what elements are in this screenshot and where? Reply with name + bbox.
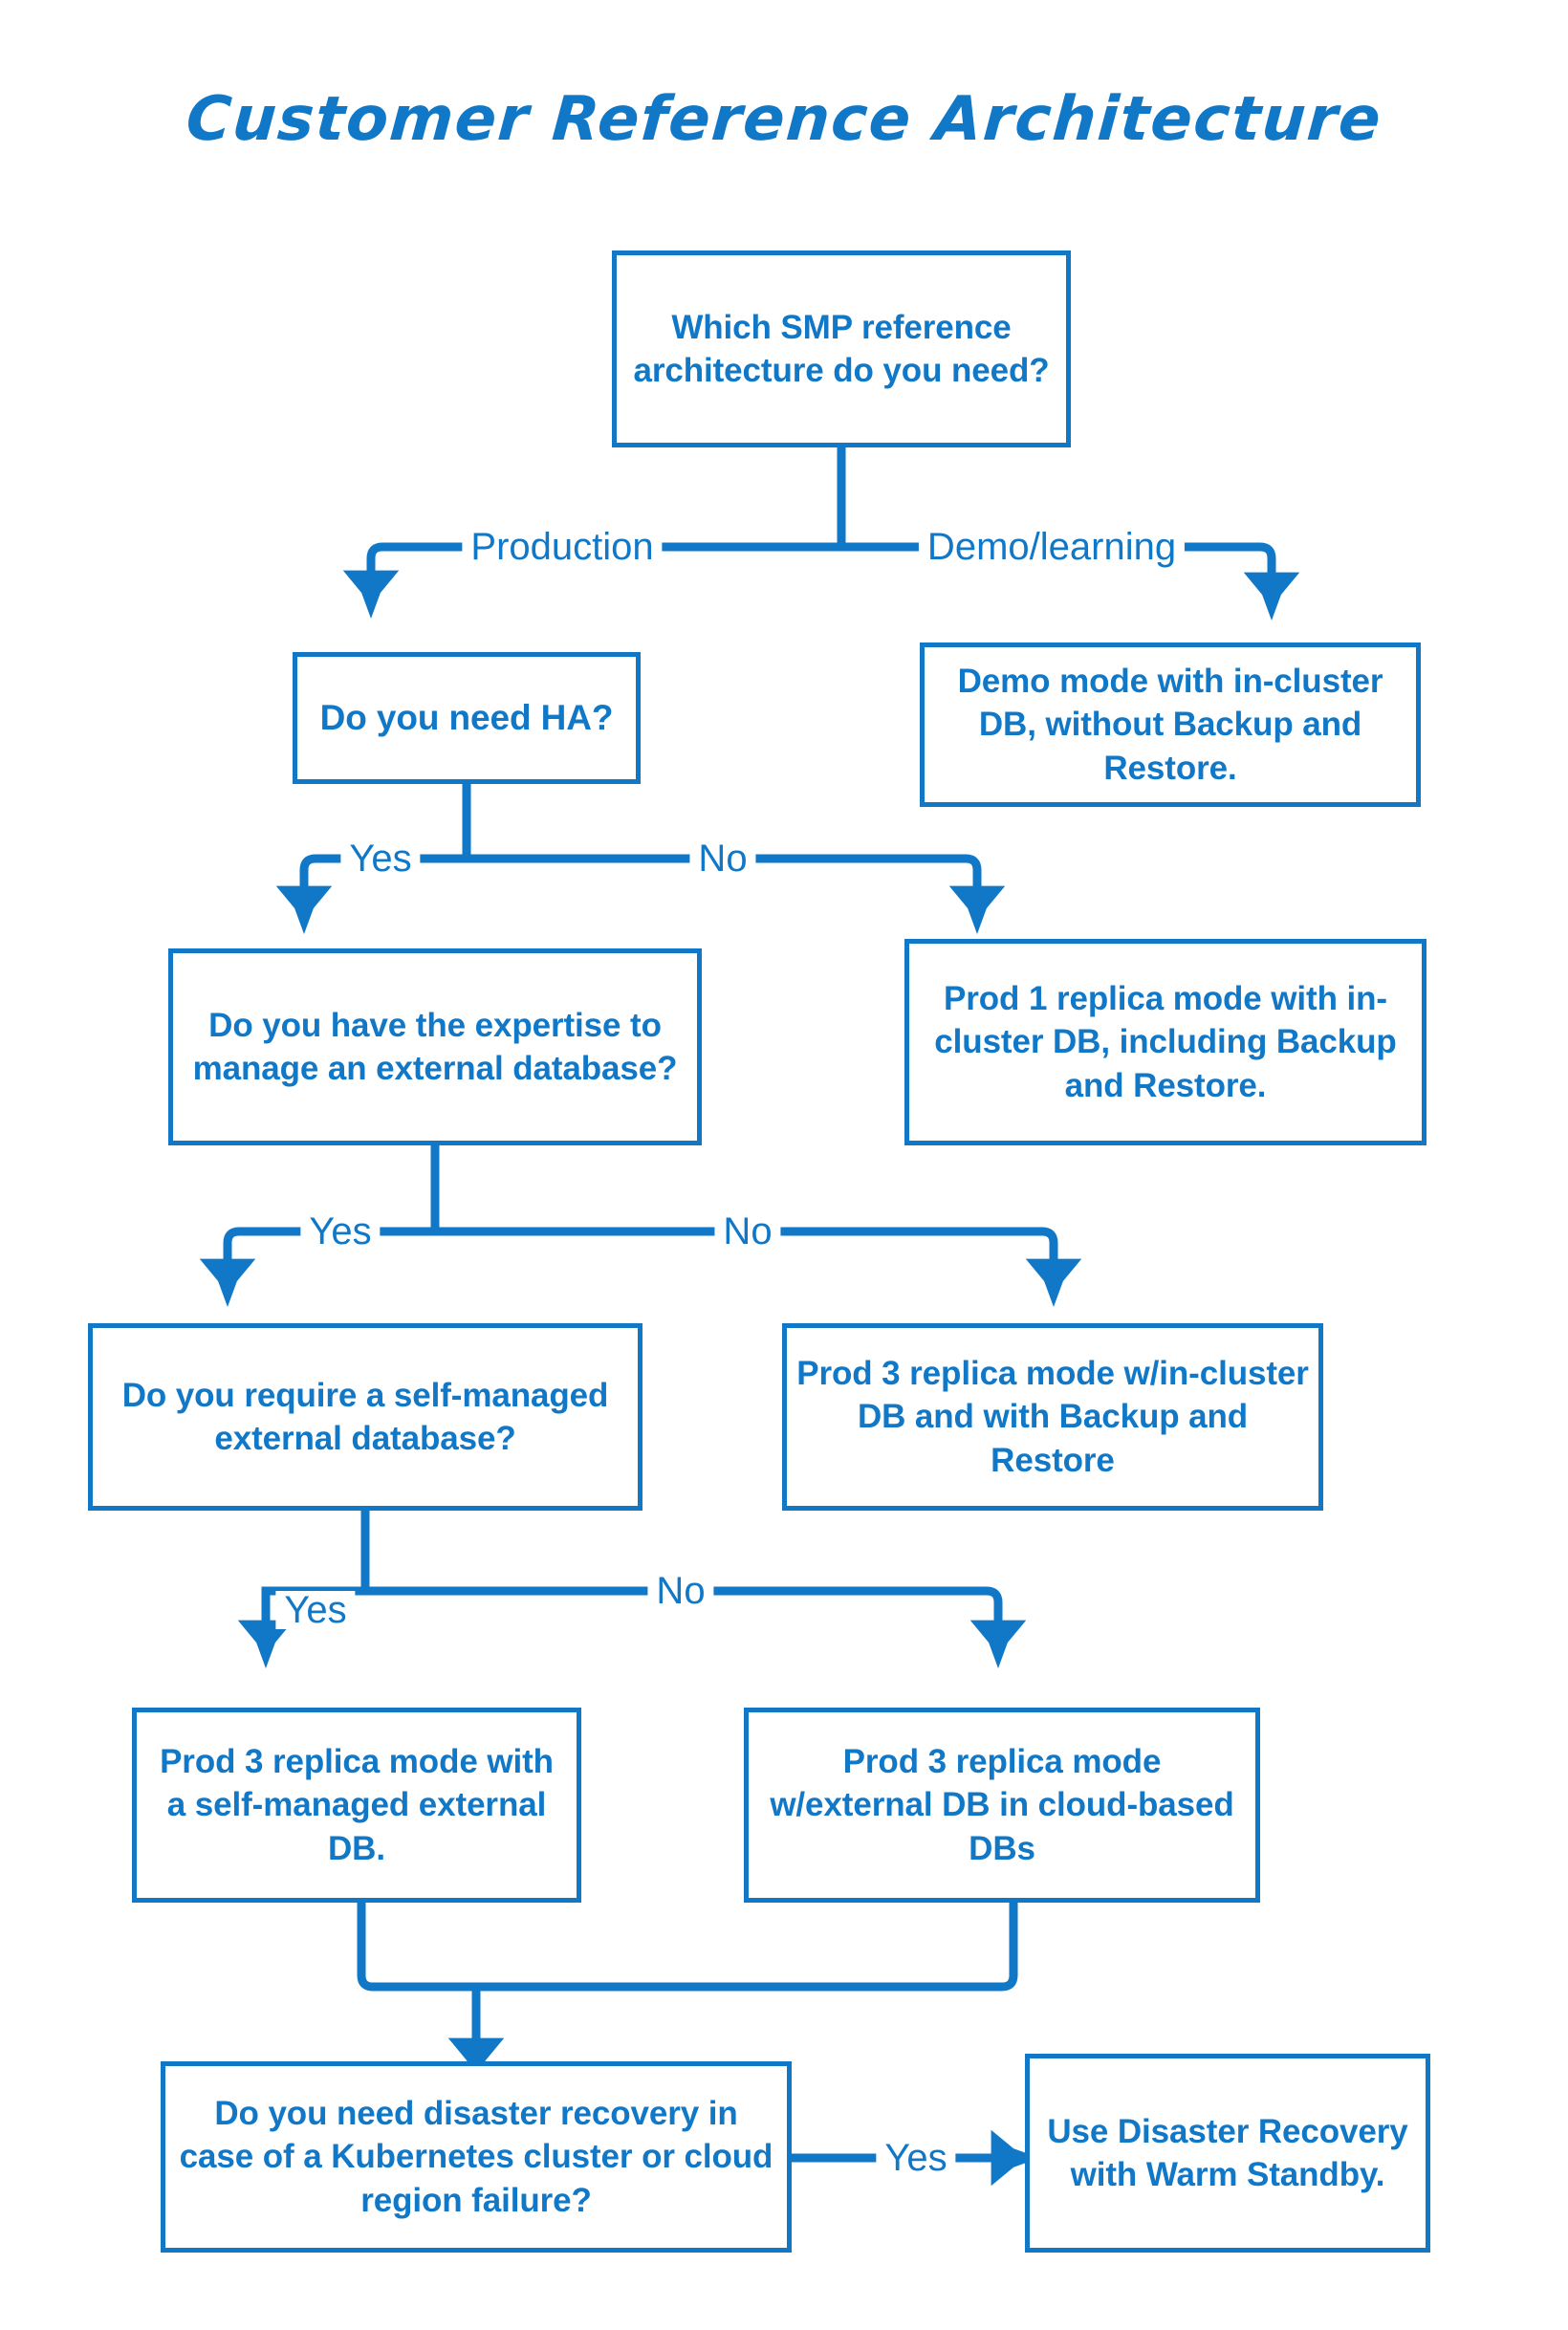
node-do-you-have-expertise-external-db[interactable]: Do you have the expertise to manage an e… xyxy=(168,948,702,1145)
node-which-smp-reference-architecture[interactable]: Which SMP reference architecture do you … xyxy=(612,250,1071,447)
node-do-you-need-ha[interactable]: Do you need HA? xyxy=(293,652,641,784)
edge-label-expertise-no: No xyxy=(714,1212,781,1251)
wire-merge xyxy=(357,1903,1018,1992)
edge-label-expertise-yes: Yes xyxy=(300,1212,381,1251)
page-title: Customer Reference Architecture xyxy=(184,84,1384,155)
node-demo-mode-in-cluster-db[interactable]: Demo mode with in-cluster DB, without Ba… xyxy=(920,642,1421,807)
node-prod-3-replica-self-managed-external-db[interactable]: Prod 3 replica mode with a self-managed … xyxy=(132,1708,581,1903)
node-prod-1-replica-mode[interactable]: Prod 1 replica mode with in-cluster DB, … xyxy=(904,939,1426,1145)
edge-label-dr-yes: Yes xyxy=(876,2139,956,2177)
edge-label-production: Production xyxy=(462,528,663,566)
node-do-you-require-self-managed-external-db[interactable]: Do you require a self-managed external d… xyxy=(88,1323,642,1511)
edge-label-ha-yes: Yes xyxy=(340,839,421,878)
node-prod-3-replica-in-cluster-db[interactable]: Prod 3 replica mode w/in-cluster DB and … xyxy=(782,1323,1323,1511)
node-use-disaster-recovery-warm-standby[interactable]: Use Disaster Recovery with Warm Standby. xyxy=(1025,2054,1430,2253)
edge-label-selfmanaged-yes: Yes xyxy=(275,1591,356,1629)
edge-label-selfmanaged-no: No xyxy=(647,1572,714,1610)
node-do-you-need-disaster-recovery[interactable]: Do you need disaster recovery in case of… xyxy=(161,2061,792,2253)
node-prod-3-replica-cloud-based-dbs[interactable]: Prod 3 replica mode w/external DB in clo… xyxy=(744,1708,1260,1903)
edge-label-ha-no: No xyxy=(689,839,756,878)
edge-label-demo-learning: Demo/learning xyxy=(918,528,1186,566)
